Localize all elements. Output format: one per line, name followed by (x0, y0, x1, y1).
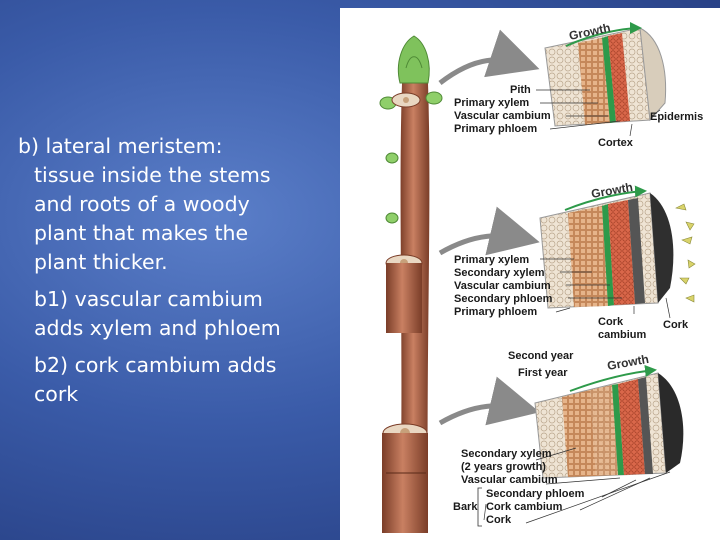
label-bark: Bark (453, 501, 478, 513)
label-two-years-growth: (2 years growth) (461, 461, 546, 473)
label-secondary-phloem-mid: Secondary phloem (454, 293, 553, 305)
label-cork-mid: Cork (663, 319, 689, 331)
b2-line-2: cork (34, 382, 79, 406)
label-vascular-cambium-bot: Vascular cambium (461, 474, 558, 486)
label-secondary-xylem-mid: Secondary xylem (454, 267, 545, 279)
body-line-4: plant thicker. (34, 250, 168, 274)
growth-label-bottom: Growth (606, 352, 650, 373)
label-epidermis: Epidermis (650, 111, 703, 123)
b1-line-2: adds xylem and phloem (34, 316, 281, 340)
stem-diagram: Growth Pith Primary xylem Vascular cambi… (379, 21, 703, 533)
arrow-middle (438, 206, 540, 256)
label-second-year: Second year (508, 350, 574, 362)
body-line-1: tissue inside the stems (34, 163, 271, 187)
body-line-3: plant that makes the (34, 221, 249, 245)
b1-line-1: b1) vascular cambium (34, 287, 263, 311)
section-bottom: Growth Second year First year Secondary … (453, 350, 684, 527)
label-first-year: First year (518, 367, 568, 379)
label-cork-cambium-1: Cork (598, 316, 624, 328)
label-primary-phloem-top: Primary phloem (454, 123, 537, 135)
label-cork-bot: Cork (486, 514, 512, 526)
slide-text: b) lateral meristem: tissue inside the s… (18, 132, 328, 409)
b2-line-1: b2) cork cambium adds (34, 353, 277, 377)
body-line-2: and roots of a woody (34, 192, 250, 216)
label-cork-cambium-2: cambium (598, 329, 647, 341)
arrow-top (438, 29, 540, 85)
label-primary-phloem-mid: Primary phloem (454, 306, 537, 318)
label-secondary-xylem-bot: Secondary xylem (461, 448, 552, 460)
label-cork-cambium-bot: Cork cambium (486, 501, 563, 513)
heading-line: b) lateral meristem: (18, 134, 223, 158)
label-secondary-phloem-bot: Secondary phloem (486, 488, 585, 500)
label-vascular-cambium-top: Vascular cambium (454, 110, 551, 122)
stem-diagram-panel: Growth Pith Primary xylem Vascular cambi… (340, 8, 720, 540)
twig (379, 35, 443, 533)
label-cortex: Cortex (598, 137, 634, 149)
section-top: Growth Pith Primary xylem Vascular cambi… (454, 21, 703, 149)
label-vascular-cambium-mid: Vascular cambium (454, 280, 551, 292)
arrow-bottom (438, 376, 540, 426)
label-pith: Pith (510, 84, 531, 96)
label-primary-xylem-top: Primary xylem (454, 97, 529, 109)
label-primary-xylem-mid: Primary xylem (454, 254, 529, 266)
section-middle: Growth Primary xylem Secondary xylem Vas… (454, 180, 696, 341)
